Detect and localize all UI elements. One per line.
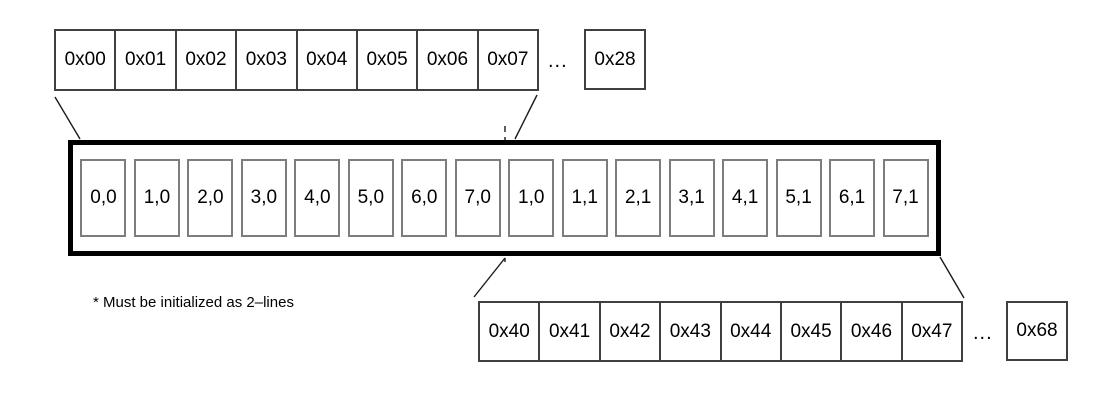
line1-address-row: 0x00 0x01 0x02 0x03 0x04 0x05 0x06 0x07 — [54, 29, 539, 91]
char-cell: 6,1 — [829, 159, 876, 237]
char-cell: 2,1 — [615, 159, 662, 237]
char-cell: 0,0 — [80, 159, 127, 237]
char-cell: 4,1 — [722, 159, 769, 237]
connector-line-top-right — [514, 94, 538, 140]
address-cell: 0x02 — [174, 31, 235, 89]
address-cell: 0x00 — [64, 49, 106, 70]
address-cell: 0x40 — [488, 320, 530, 342]
char-cell: 6,0 — [401, 159, 448, 237]
char-cell: 1,1 — [561, 159, 608, 237]
char-cell: 1,0 — [133, 159, 180, 237]
line2-address-row: 0x40 0x41 0x42 0x43 0x44 0x45 0x46 0x47 — [478, 301, 963, 362]
connector-line-bottom-right — [939, 256, 965, 299]
address-cell: 0x42 — [598, 303, 659, 360]
address-cell: 0x07 — [476, 31, 537, 89]
address-cell: 0x44 — [719, 303, 780, 360]
connector-line-top-left — [54, 96, 81, 140]
line1-ellipsis: ... — [548, 50, 568, 72]
display-character-buffer: 0,0 1,0 2,0 3,0 4,0 5,0 6,0 7,0 1,0 1,1 … — [68, 140, 941, 256]
address-cell: 0x01 — [114, 31, 174, 89]
char-cell: 7,1 — [882, 159, 929, 237]
char-cell: 2,0 — [187, 159, 234, 237]
line2-ellipsis: ... — [973, 322, 993, 344]
address-cell: 0x45 — [779, 303, 840, 360]
initialization-note: * Must be initialized as 2–lines — [93, 294, 294, 311]
char-cell: 4,0 — [294, 159, 341, 237]
char-cell: 1,0 — [508, 159, 555, 237]
address-cell: 0x41 — [538, 303, 598, 360]
connector-line-bottom-left — [473, 257, 506, 298]
char-cell: 7,0 — [454, 159, 501, 237]
address-cell: 0x05 — [355, 31, 416, 89]
line1-last-address-box: 0x28 — [584, 29, 646, 90]
address-cell: 0x04 — [295, 31, 356, 89]
address-cell: 0x43 — [659, 303, 719, 360]
address-cell: 0x46 — [840, 303, 900, 360]
address-cell: 0x03 — [235, 31, 295, 89]
address-cell: 0x06 — [416, 31, 476, 89]
char-cell: 3,0 — [240, 159, 287, 237]
line2-last-address-box: 0x68 — [1006, 301, 1068, 361]
address-cell: 0x47 — [900, 303, 961, 360]
char-cell: 5,1 — [775, 159, 822, 237]
char-cell: 5,0 — [347, 159, 394, 237]
char-cell: 3,1 — [668, 159, 715, 237]
